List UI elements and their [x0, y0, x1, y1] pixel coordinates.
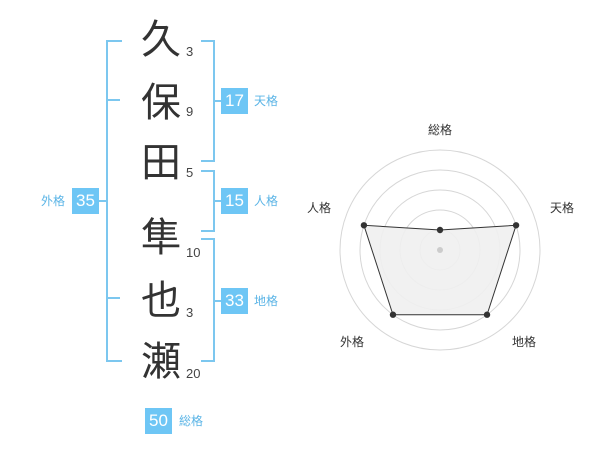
stroke-count-6: 20 — [186, 366, 201, 381]
tenkaku-bracket-stem — [215, 100, 221, 102]
radar-point-gaikaku — [389, 311, 397, 318]
soukaku-value-badge: 50 — [145, 408, 172, 434]
gaikaku-bracket — [106, 40, 122, 362]
radar-label-tenkaku: 天格 — [550, 200, 574, 215]
stroke-count-4: 10 — [186, 245, 201, 260]
radar-chart: 総格 天格 地格 外格 人格 — [307, 122, 574, 351]
gaikaku-value-badge: 35 — [72, 188, 99, 214]
radar-point-jinkaku — [360, 222, 368, 229]
stroke-count-3: 5 — [186, 165, 194, 180]
name-char-3: 田 — [141, 140, 181, 186]
radar-center-dot — [437, 247, 443, 253]
name-char-1: 久 — [141, 17, 181, 63]
radar-label-jinkaku: 人格 — [307, 200, 331, 215]
soukaku-label: 総格 — [179, 414, 204, 428]
jinkaku-bracket — [201, 170, 215, 232]
chikaku-value-badge: 33 — [221, 288, 248, 314]
chikaku-bracket — [201, 238, 215, 362]
stroke-count-1: 3 — [186, 44, 194, 59]
jinkaku-bracket-stem — [215, 200, 221, 202]
gaikaku-label: 外格 — [41, 194, 66, 208]
radar-point-soukaku — [436, 226, 444, 234]
name-char-6: 瀬 — [141, 339, 181, 385]
radar-label-chikaku: 地格 — [512, 334, 536, 349]
radar-point-tenkaku — [512, 222, 520, 229]
gaikaku-bracket-stem — [98, 200, 106, 202]
radar-point-chikaku — [483, 311, 491, 318]
radar-ring — [359, 169, 521, 331]
tenkaku-bracket — [201, 40, 215, 162]
gaikaku-bracket-tick — [106, 99, 120, 101]
stroke-count-5: 3 — [186, 305, 194, 320]
radar-area — [363, 224, 517, 316]
name-char-5: 也 — [141, 278, 181, 324]
name-char-2: 保 — [141, 80, 181, 126]
radar-ring — [339, 149, 541, 351]
gaikaku-bracket-tick — [106, 297, 120, 299]
radar-label-gaikaku: 外格 — [340, 334, 364, 349]
jinkaku-label: 人格 — [254, 194, 279, 208]
tenkaku-value-badge: 17 — [221, 88, 248, 114]
chikaku-label: 地格 — [254, 294, 279, 308]
jinkaku-value-badge: 15 — [221, 188, 248, 214]
name-char-4: 隼 — [141, 215, 181, 261]
chikaku-bracket-stem — [215, 300, 221, 302]
radar-label-soukaku: 総格 — [428, 122, 452, 137]
stroke-count-2: 9 — [186, 104, 194, 119]
tenkaku-label: 天格 — [254, 94, 279, 108]
